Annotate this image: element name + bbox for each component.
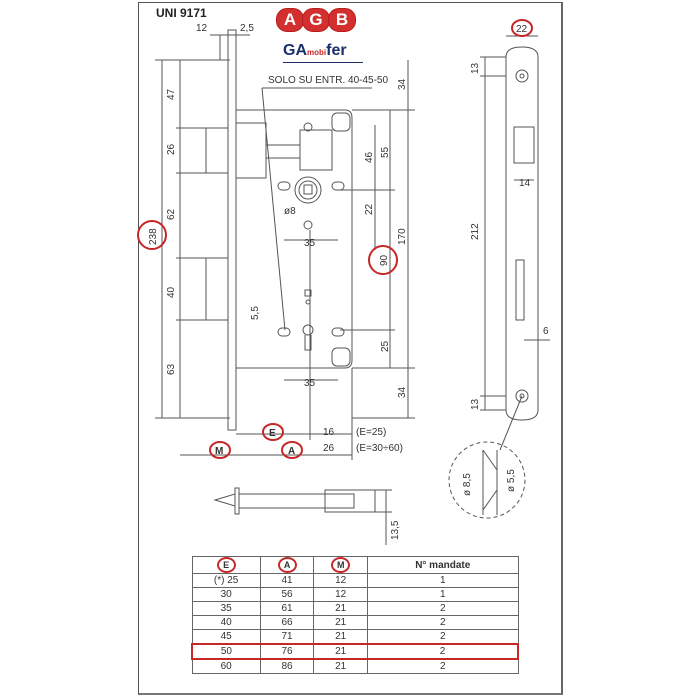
dim-238-highlight bbox=[137, 220, 167, 250]
dim-label: 55 bbox=[380, 146, 391, 158]
dim-label: A bbox=[288, 446, 295, 457]
logo-underline bbox=[283, 62, 363, 63]
logo-part: fer bbox=[326, 42, 347, 59]
header-m: M bbox=[331, 557, 351, 573]
header-e: E bbox=[216, 557, 236, 573]
dim-label: (E=30÷60) bbox=[356, 443, 403, 454]
dim-label: 34 bbox=[397, 386, 408, 398]
dim-label: 12 bbox=[196, 23, 208, 34]
agb-logo: A G B bbox=[276, 8, 356, 32]
deadbolt bbox=[205, 257, 229, 321]
dim-label: 212 bbox=[470, 223, 481, 240]
header-mandate: N° mandate bbox=[367, 556, 519, 574]
dim-label: 35 bbox=[304, 238, 316, 249]
dim-label: ø 5,5 bbox=[506, 469, 517, 492]
table-header: E A M N° mandate bbox=[191, 556, 519, 574]
dim-label: 34 bbox=[397, 78, 408, 90]
dim-label: (E=25) bbox=[356, 427, 386, 438]
gamobifer-logo: GAmobifer bbox=[283, 42, 347, 60]
dim-label: 16 bbox=[323, 427, 335, 438]
dim-label: 2,5 bbox=[240, 23, 254, 34]
dim-label: 5,5 bbox=[250, 306, 261, 320]
logo-part: GA bbox=[283, 42, 307, 59]
latch bbox=[205, 127, 229, 174]
dim-label: E bbox=[269, 428, 276, 439]
strike-plate bbox=[505, 46, 539, 421]
dim-label: 22 bbox=[516, 24, 528, 35]
dim-label: 238 bbox=[148, 228, 159, 245]
header-a: A bbox=[277, 557, 297, 573]
dim-label: 13,5 bbox=[390, 520, 401, 540]
dim-label: 26 bbox=[166, 143, 177, 155]
dim-label: 6 bbox=[543, 326, 549, 337]
dim-label: M bbox=[215, 446, 223, 457]
drawing-frame bbox=[138, 2, 563, 695]
dim-label: 26 bbox=[323, 443, 335, 454]
dim-label: ø 8,5 bbox=[462, 473, 473, 496]
dim-90-highlight bbox=[368, 245, 398, 275]
standard-title: UNI 9171 bbox=[156, 6, 207, 20]
lock-body bbox=[236, 109, 353, 369]
dim-label: 22 bbox=[364, 203, 375, 215]
dim-label: 35 bbox=[304, 378, 316, 389]
dim-label: 25 bbox=[380, 340, 391, 352]
dim-label: 14 bbox=[519, 178, 531, 189]
dim-label: ø8 bbox=[284, 206, 296, 217]
dim-22-highlight bbox=[511, 19, 533, 37]
dim-label: 13 bbox=[470, 62, 481, 74]
dim-label: 40 bbox=[166, 286, 177, 298]
faceplate bbox=[227, 29, 237, 431]
dim-label: 47 bbox=[166, 88, 177, 100]
dim-label: 170 bbox=[397, 228, 408, 245]
note-label: SOLO SU ENTR. 40-45-50 bbox=[268, 75, 388, 86]
dim-label: 63 bbox=[166, 363, 177, 375]
logo-letter: B bbox=[328, 8, 356, 32]
dim-label: 90 bbox=[379, 254, 390, 266]
logo-part: mobi bbox=[307, 48, 327, 57]
dim-label: 46 bbox=[364, 151, 375, 163]
dim-label: 13 bbox=[470, 398, 481, 410]
logo-letter: A bbox=[276, 8, 304, 32]
dim-label: 62 bbox=[166, 208, 177, 220]
